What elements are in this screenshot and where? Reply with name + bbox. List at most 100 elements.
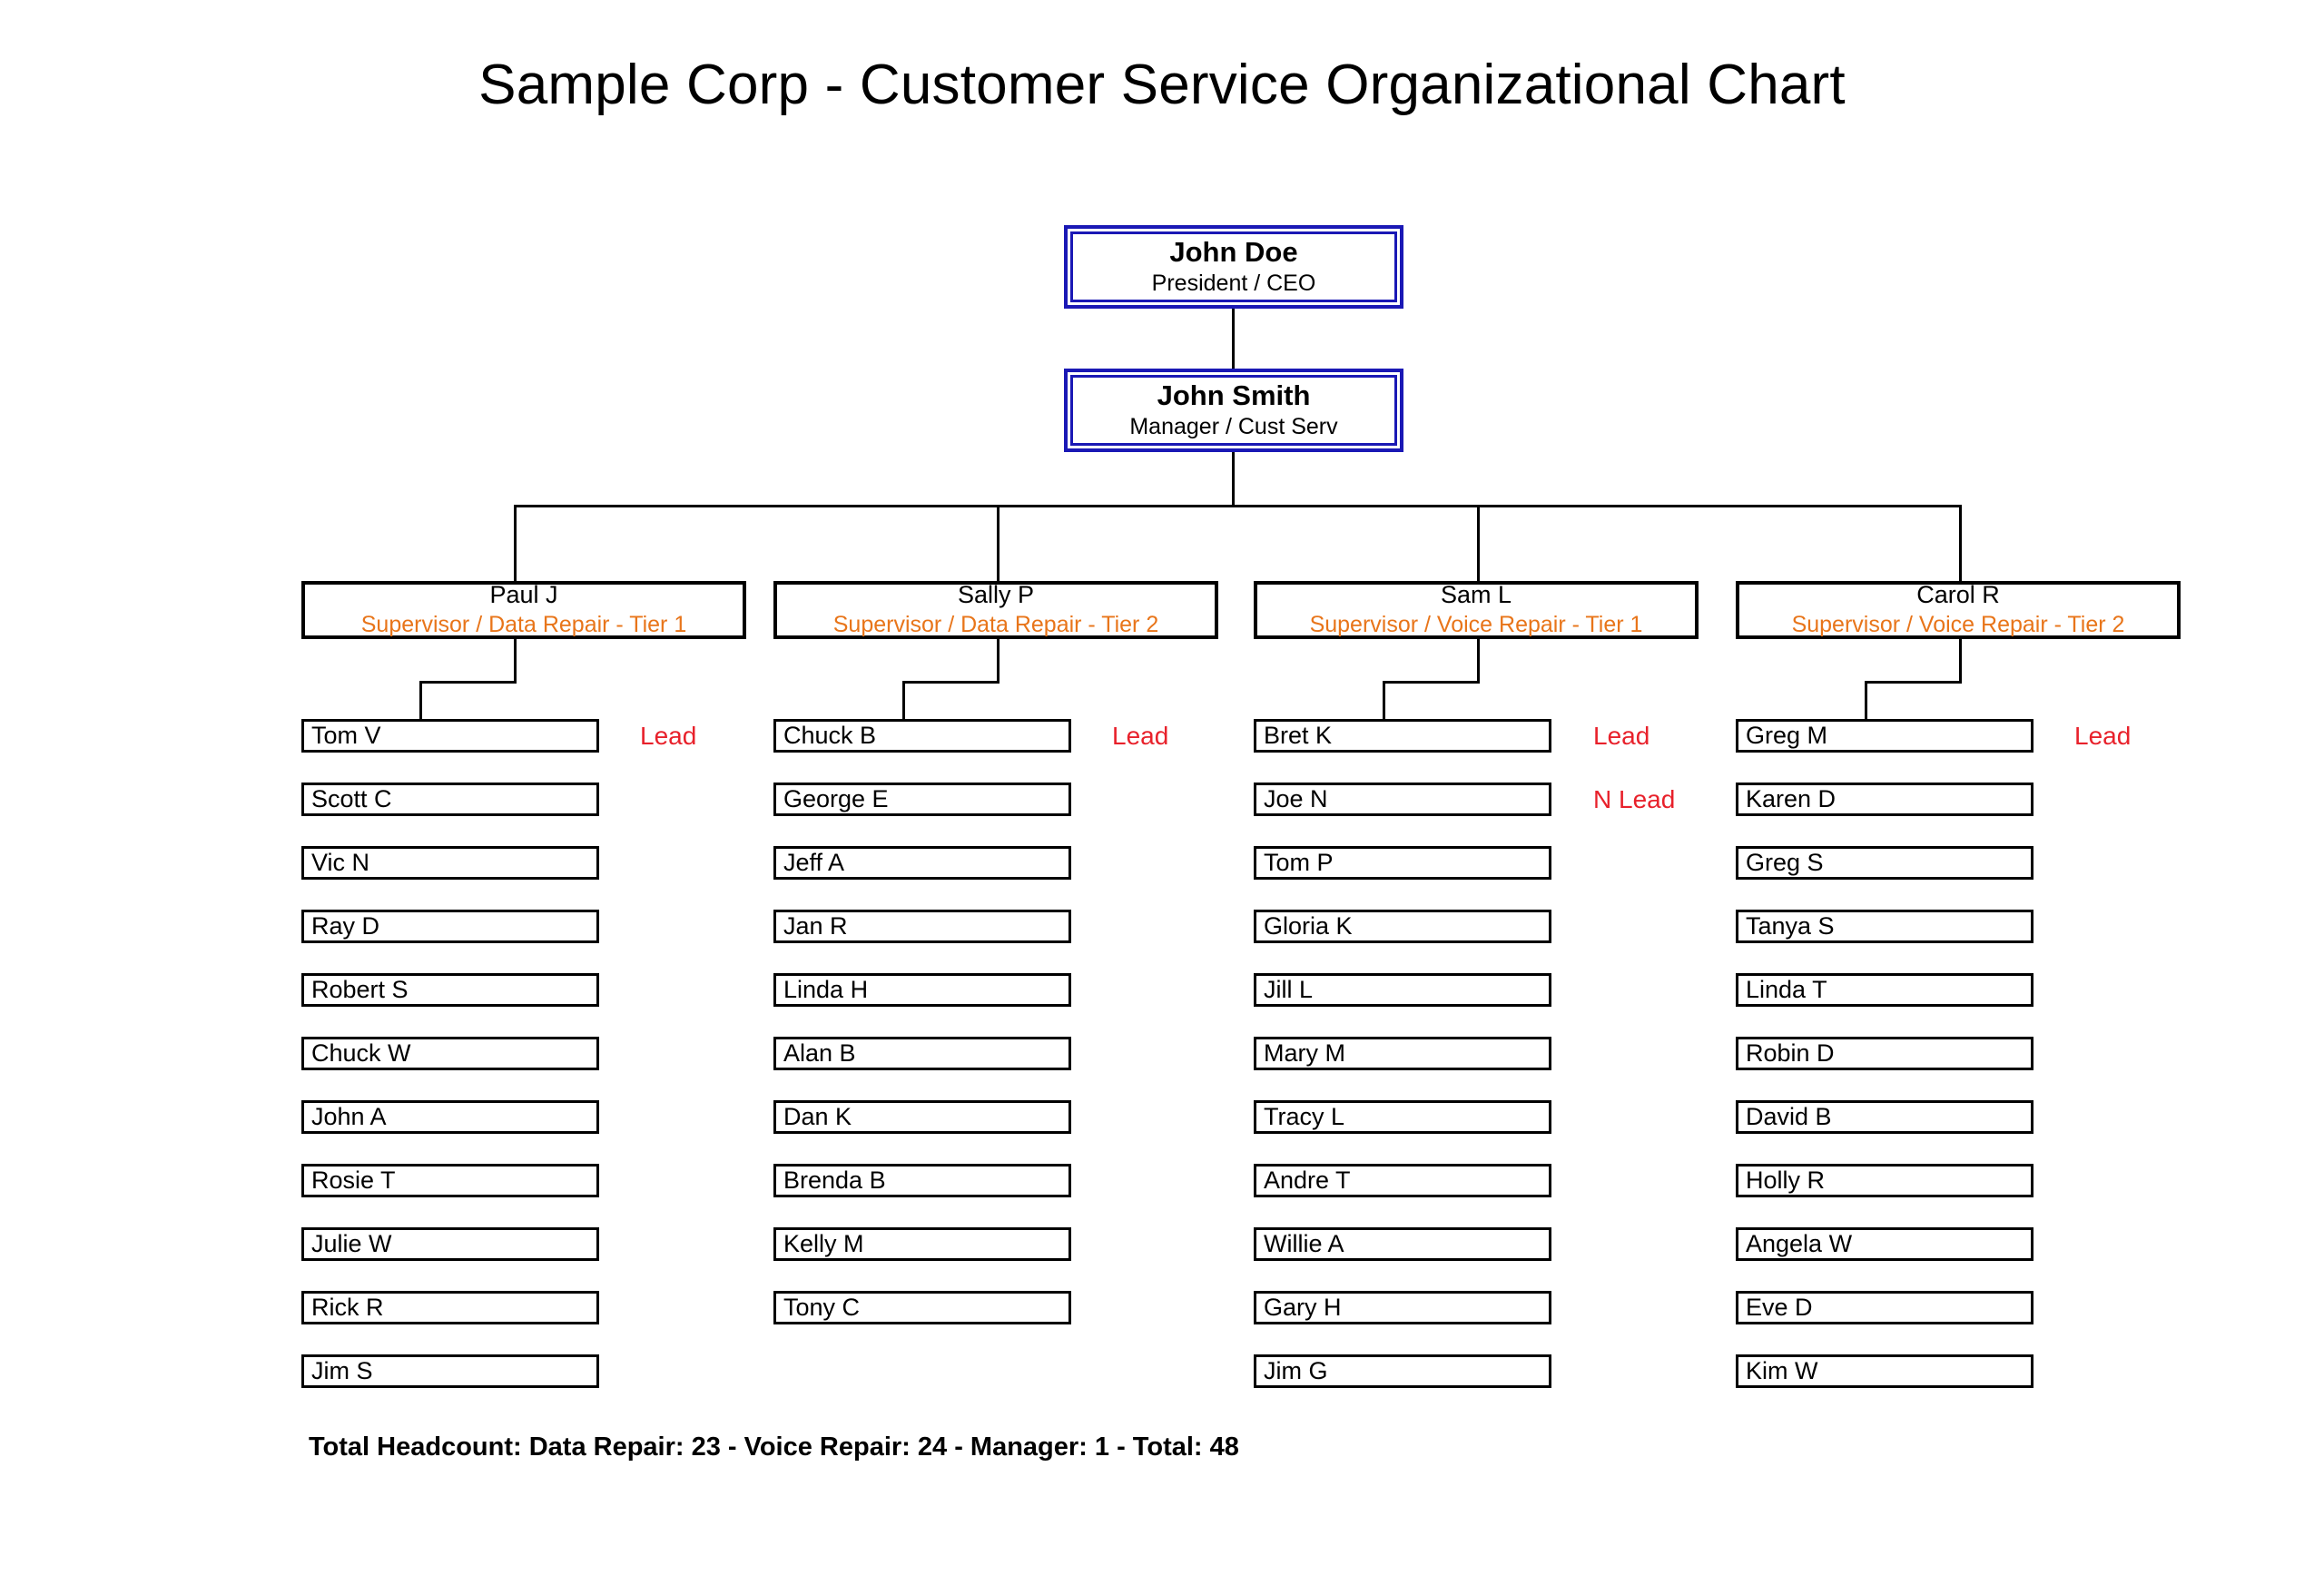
employee-box[interactable]: Joe N [1254, 783, 1551, 816]
employee-box[interactable]: Jill L [1254, 973, 1551, 1007]
page-title: Sample Corp - Customer Service Organizat… [478, 54, 1846, 116]
employee-box[interactable]: Eve D [1736, 1291, 2034, 1324]
supervisor-name-4: Carol R [1916, 580, 2000, 608]
supervisor-name-3: Sam L [1440, 580, 1512, 608]
employee-box[interactable]: Greg M [1736, 719, 2034, 753]
employee-box[interactable]: Robert S [301, 973, 599, 1007]
employee-box[interactable]: Tom P [1254, 846, 1551, 880]
employee-box[interactable]: Tom V [301, 719, 599, 753]
employee-box[interactable]: Gloria K [1254, 910, 1551, 943]
employee-name: Rick R [311, 1294, 384, 1321]
employee-name: Jan R [783, 912, 848, 940]
employee-box[interactable]: Ray D [301, 910, 599, 943]
connector-ceo-to-manager [1232, 309, 1235, 369]
employee-name: Robin D [1746, 1039, 1835, 1067]
employee-name: Scott C [311, 785, 392, 812]
exec-role-ceo: President / CEO [1151, 271, 1316, 297]
employee-box[interactable]: Jan R [773, 910, 1071, 943]
employee-box[interactable]: Andre T [1254, 1164, 1551, 1197]
connector-sup4-down [1959, 639, 1962, 683]
employee-name: Tony C [783, 1294, 861, 1321]
employee-box[interactable]: Tanya S [1736, 910, 2034, 943]
employee-box[interactable]: Rick R [301, 1291, 599, 1324]
employee-box[interactable]: Jim G [1254, 1354, 1551, 1388]
supervisor-box-3[interactable]: Sam L Supervisor / Voice Repair - Tier 1 [1254, 581, 1699, 639]
employee-name: Linda H [783, 976, 869, 1003]
employee-name: Mary M [1264, 1039, 1345, 1067]
employee-name: Kelly M [783, 1230, 864, 1257]
lead-badge: N Lead [1593, 785, 1676, 813]
connector-sup4-to-employee [1865, 681, 1867, 719]
employee-name: David B [1746, 1103, 1832, 1130]
employee-name: Greg S [1746, 849, 1824, 876]
employee-name: George E [783, 785, 889, 812]
exec-box-manager[interactable]: John Smith Manager / Cust Serv [1064, 369, 1403, 452]
supervisor-name-1: Paul J [489, 580, 558, 608]
employee-box[interactable]: Tracy L [1254, 1100, 1551, 1134]
supervisor-name-2: Sally P [957, 580, 1035, 608]
employee-box[interactable]: Scott C [301, 783, 599, 816]
employee-name: Alan B [783, 1039, 856, 1067]
lead-badge: Lead [640, 722, 697, 750]
exec-box-ceo[interactable]: John Doe President / CEO [1064, 225, 1403, 309]
employee-box[interactable]: Vic N [301, 846, 599, 880]
employee-name: Chuck B [783, 722, 877, 749]
connector-sup3-across [1383, 681, 1480, 684]
connector-sup2-across [902, 681, 1000, 684]
exec-inner-frame: John Doe President / CEO [1070, 231, 1397, 302]
employee-name: Joe N [1264, 785, 1328, 812]
connector-sup1-down [514, 639, 517, 683]
employee-name: Rosie T [311, 1167, 396, 1194]
employee-name: Angela W [1746, 1230, 1853, 1257]
connector-bus-to-supervisor-4 [1959, 505, 1962, 581]
employee-name: Tracy L [1264, 1103, 1345, 1130]
employee-box[interactable]: Julie W [301, 1227, 599, 1261]
supervisor-box-4[interactable]: Carol R Supervisor / Voice Repair - Tier… [1736, 581, 2181, 639]
exec-name-ceo: John Doe [1169, 236, 1298, 269]
supervisor-box-2[interactable]: Sally P Supervisor / Data Repair - Tier … [773, 581, 1218, 639]
employee-name: Andre T [1264, 1167, 1351, 1194]
employee-name: Bret K [1264, 722, 1333, 749]
employee-box[interactable]: Tony C [773, 1291, 1071, 1324]
employee-box[interactable]: Robin D [1736, 1037, 2034, 1070]
employee-box[interactable]: Kelly M [773, 1227, 1071, 1261]
employee-name: Jim G [1264, 1357, 1328, 1384]
employee-box[interactable]: Jim S [301, 1354, 599, 1388]
employee-box[interactable]: George E [773, 783, 1071, 816]
employee-box[interactable]: Jeff A [773, 846, 1071, 880]
employee-box[interactable]: Alan B [773, 1037, 1071, 1070]
employee-name: Julie W [311, 1230, 392, 1257]
employee-box[interactable]: Willie A [1254, 1227, 1551, 1261]
employee-box[interactable]: David B [1736, 1100, 2034, 1134]
employee-box[interactable]: Gary H [1254, 1291, 1551, 1324]
employee-box[interactable]: Linda H [773, 973, 1071, 1007]
employee-name: Brenda B [783, 1167, 886, 1194]
employee-box[interactable]: Rosie T [301, 1164, 599, 1197]
supervisor-role-3: Supervisor / Voice Repair - Tier 1 [1309, 612, 1643, 638]
employee-box[interactable]: Chuck B [773, 719, 1071, 753]
employee-name: Jim S [311, 1357, 373, 1384]
employee-box[interactable]: Angela W [1736, 1227, 2034, 1261]
employee-box[interactable]: Holly R [1736, 1164, 2034, 1197]
connector-sup1-to-employee [419, 681, 422, 719]
employee-box[interactable]: Kim W [1736, 1354, 2034, 1388]
employee-box[interactable]: Dan K [773, 1100, 1071, 1134]
employee-name: Karen D [1746, 785, 1837, 812]
employee-box[interactable]: Greg S [1736, 846, 2034, 880]
connector-sup3-to-employee [1383, 681, 1385, 719]
employee-box[interactable]: John A [301, 1100, 599, 1134]
connector-manager-drop [1232, 452, 1235, 507]
employee-box[interactable]: Karen D [1736, 783, 2034, 816]
employee-box[interactable]: Mary M [1254, 1037, 1551, 1070]
connector-sup1-across [419, 681, 517, 684]
employee-name: Tom V [311, 722, 381, 749]
employee-box[interactable]: Linda T [1736, 973, 2034, 1007]
employee-box[interactable]: Chuck W [301, 1037, 599, 1070]
employee-box[interactable]: Brenda B [773, 1164, 1071, 1197]
employee-box[interactable]: Bret K [1254, 719, 1551, 753]
supervisor-box-1[interactable]: Paul J Supervisor / Data Repair - Tier 1 [301, 581, 746, 639]
connector-sup3-down [1477, 639, 1480, 683]
lead-badge: Lead [1593, 722, 1650, 750]
employee-name: Eve D [1746, 1294, 1813, 1321]
employee-name: Tanya S [1746, 912, 1835, 940]
